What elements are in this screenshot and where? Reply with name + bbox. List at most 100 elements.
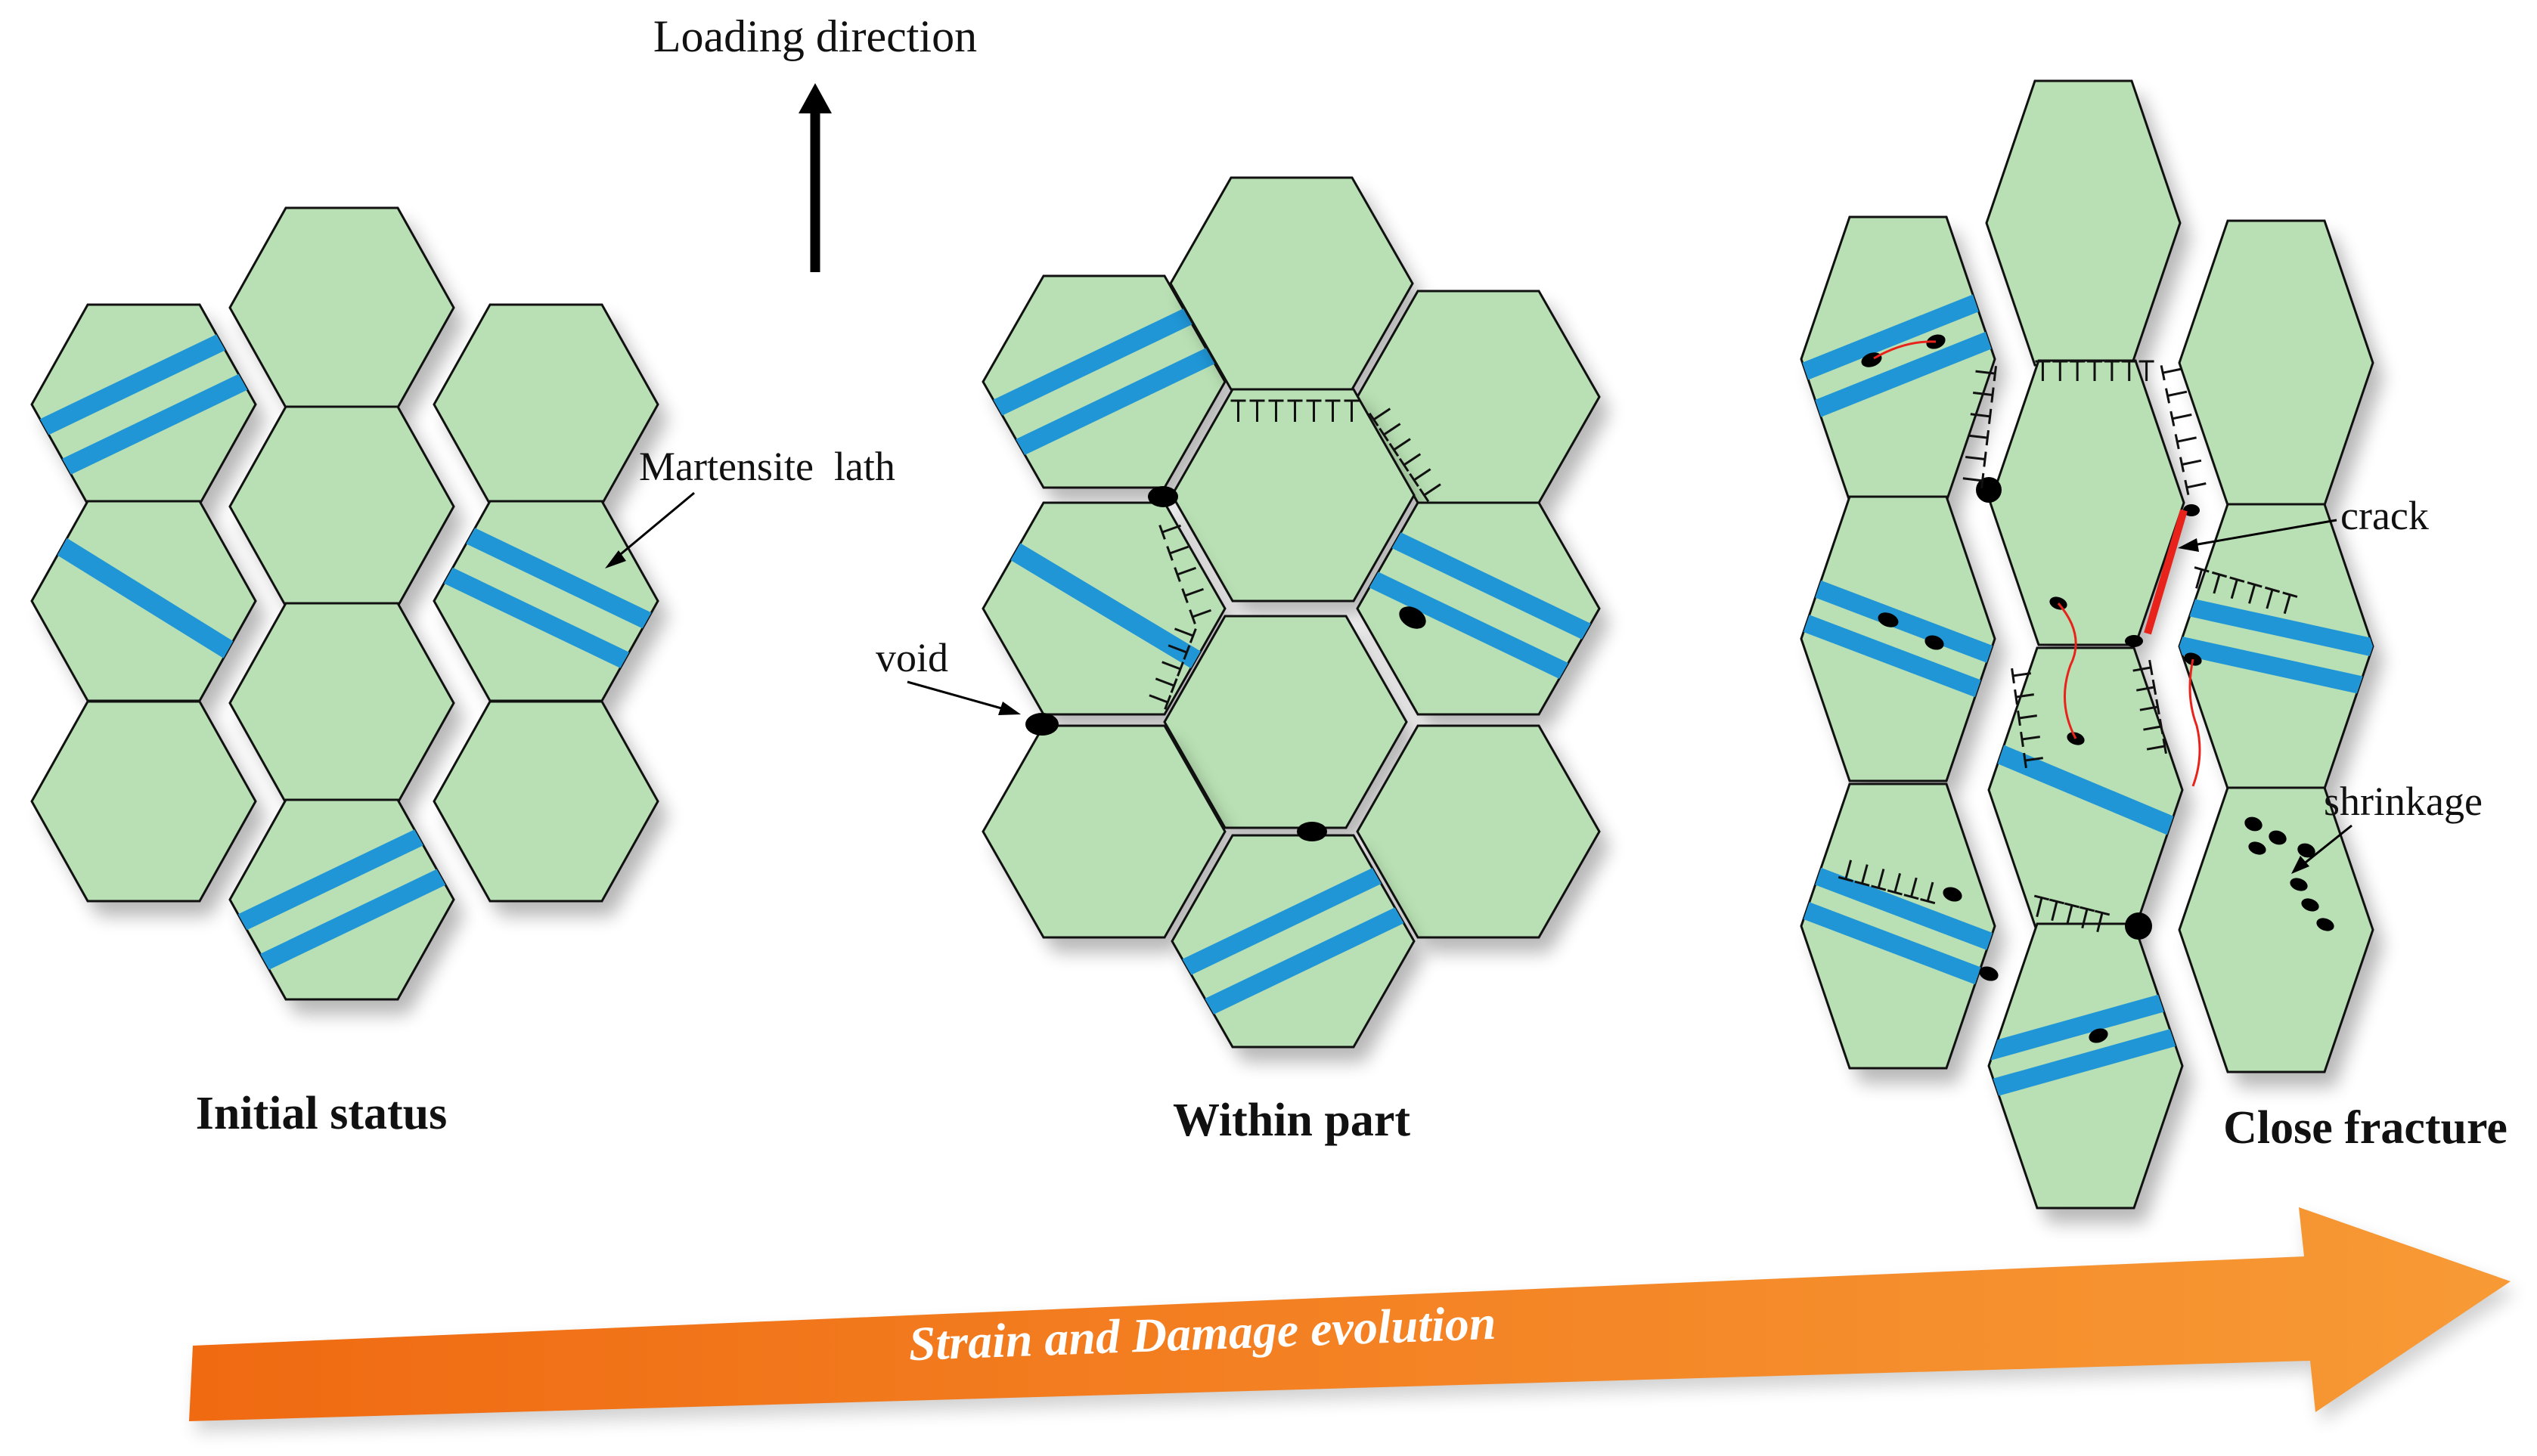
martensite-lath-pointer [605, 491, 695, 568]
main-crack [2144, 509, 2188, 635]
dislocation-array [1838, 860, 1936, 905]
lath-group [32, 305, 256, 504]
lath-group [1357, 503, 1599, 714]
void-dot [2269, 830, 2287, 845]
void-dot [1399, 606, 1426, 629]
martensite-lath [434, 501, 658, 701]
grain-boundary [30, 700, 257, 903]
lath-group [434, 501, 658, 701]
martensite-lath-label: Martensite lath [639, 444, 895, 489]
grain [1800, 782, 1996, 1070]
void-dot [2183, 504, 2200, 516]
grain [1171, 834, 1416, 1049]
lath-group [1801, 497, 1995, 781]
lath-group [2179, 520, 2373, 773]
martensite-lath [434, 501, 658, 701]
grain-boundary [2178, 786, 2374, 1073]
grain-boundary [1171, 388, 1416, 603]
lath-group [1801, 217, 1995, 501]
micro-crack [1873, 340, 1937, 360]
dislocation-array [1230, 399, 1360, 422]
void-dot [1878, 612, 1899, 627]
martensite-lath [1357, 503, 1599, 714]
lath-group [1172, 835, 1414, 1047]
grain [433, 500, 659, 702]
lath-group [1989, 648, 2182, 932]
martensite-lath [1801, 217, 1995, 501]
martensite-lath [2179, 520, 2373, 734]
grain-boundary [433, 700, 659, 903]
void-dot [2244, 816, 2263, 832]
stage-within-title: Within part [1173, 1095, 1410, 1146]
grain [1171, 388, 1416, 603]
crack-pointer [2178, 519, 2337, 552]
dislocation-array [2160, 365, 2207, 495]
martensite-lath [230, 800, 454, 999]
martensite-lath [1989, 929, 2182, 1192]
lath-group [983, 276, 1225, 488]
loading-direction-arrow [799, 83, 832, 272]
shrinkage-pointer [2291, 824, 2352, 874]
initial-grain-cluster [30, 206, 668, 1015]
grain [1169, 176, 1414, 391]
grain [433, 700, 659, 903]
void-dot [1297, 822, 1327, 841]
martensite-lath [32, 501, 256, 701]
within-part-grain-cluster [982, 176, 1610, 1062]
grain [1163, 615, 1408, 829]
void-dot [2316, 918, 2334, 931]
dislocation-array [2011, 668, 2043, 769]
lath-group [32, 501, 256, 701]
grain [1356, 501, 1601, 716]
martensite-lath [1801, 497, 1995, 781]
lath-group [983, 503, 1225, 714]
void-label: void [876, 635, 948, 680]
grain-boundary [1356, 724, 1601, 939]
martensite-lath [983, 276, 1225, 488]
martensite-lath [1989, 648, 2182, 932]
void-dot [1924, 635, 1944, 650]
void-dot [1025, 713, 1059, 736]
martensite-lath [1801, 217, 1995, 501]
martensite-lath [1801, 784, 1995, 1068]
dislocation-array [2194, 566, 2298, 615]
grain-boundary [1800, 495, 1996, 782]
shrinkage-label: shrinkage [2324, 779, 2483, 824]
void-dot [2248, 841, 2266, 855]
stage-fracture-title: Close fracture [2223, 1102, 2508, 1154]
crack-label: crack [2340, 493, 2429, 538]
void-pointer [907, 680, 1021, 715]
grain [1985, 79, 2182, 367]
dislocation-array [1368, 407, 1441, 503]
void-dot [2125, 912, 2152, 940]
dislocation-array [2033, 894, 2111, 933]
void-dot [1943, 887, 1962, 902]
micro-crack [2188, 658, 2201, 787]
martensite-lath [32, 305, 256, 504]
martensite-lath [32, 305, 256, 504]
grain [1356, 724, 1601, 939]
martensite-lath [1357, 503, 1599, 714]
void-dot [1148, 486, 1178, 507]
dislocation-array [1149, 627, 1197, 710]
grain [30, 700, 257, 903]
grain-boundary [1169, 176, 1414, 391]
lath-group [230, 800, 454, 999]
grain [228, 798, 455, 1001]
martensite-lath [1172, 835, 1414, 1047]
martensite-lath [983, 276, 1225, 488]
martensite-lath [230, 800, 454, 999]
micro-crack [2057, 603, 2077, 739]
grain [1800, 495, 1996, 782]
grain [1987, 922, 2184, 1210]
void-dot [1979, 966, 1999, 981]
martensite-lath [1801, 497, 1995, 781]
void-dot [2125, 635, 2143, 647]
void-dot [2297, 843, 2315, 858]
martensite-lath [983, 503, 1225, 714]
martensite-lath [2179, 559, 2373, 773]
lath-group [1801, 784, 1995, 1068]
grain-boundary [1985, 79, 2182, 367]
grain [2178, 786, 2374, 1073]
